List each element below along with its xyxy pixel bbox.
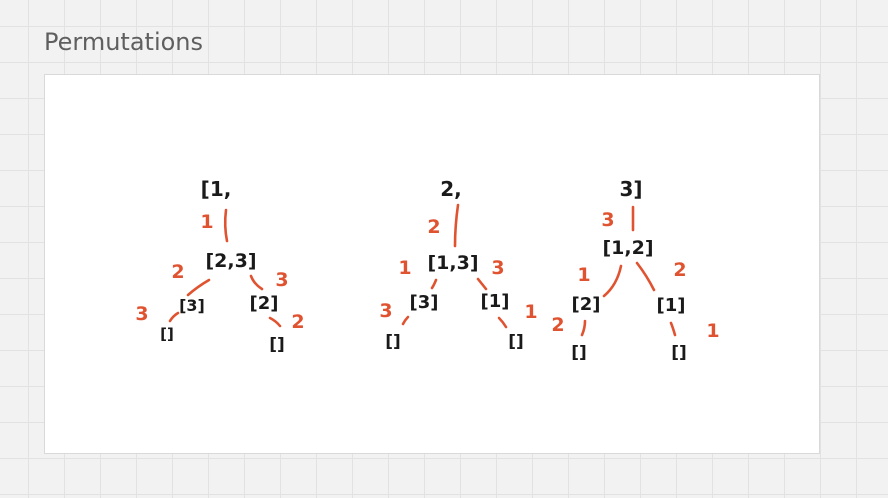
tree-1-header: [1, — [201, 177, 232, 201]
tree-2-right-leaf-edge — [497, 316, 508, 329]
tree-2-root-edge — [453, 203, 460, 248]
tree-2-right-node: [1] — [481, 291, 510, 312]
tree-1-left-leaf: [] — [160, 325, 174, 343]
tree-2-right-leaf-label: 1 — [524, 301, 537, 323]
tree-1-left-leaf-label: 3 — [135, 303, 148, 325]
tree-3-left-edge — [602, 264, 623, 298]
tree-2-right-edge-label: 3 — [491, 257, 504, 279]
tree-3-left-leaf-edge — [580, 319, 587, 337]
tree-3-level1-node: [1,2] — [602, 237, 653, 259]
tree-2-header: 2, — [440, 177, 462, 201]
tree-2-left-leaf: [] — [385, 332, 401, 352]
tree-2-right-leaf: [] — [508, 332, 524, 352]
tree-1-level1-node: [2,3] — [205, 250, 256, 272]
tree-1-right-leaf-label: 2 — [291, 311, 304, 333]
tree-1-right-edge — [249, 274, 264, 291]
tree-1-left-leaf-edge — [168, 311, 180, 323]
tree-2-left-node: [3] — [410, 292, 439, 313]
tree-2-left-leaf-label: 3 — [379, 300, 392, 322]
tree-1-right-leaf: [] — [269, 335, 285, 355]
tree-1-left-edge-label: 2 — [171, 261, 184, 283]
tree-2-level1-node: [1,3] — [427, 252, 478, 274]
tree-3-right-leaf-edge — [669, 321, 677, 337]
tree-1-right-leaf-edge — [268, 316, 282, 328]
tree-2-root-edge-label: 2 — [427, 216, 440, 238]
tree-3-left-node: [2] — [572, 294, 601, 315]
frame-title: Permutations — [44, 28, 204, 56]
tree-3-left-leaf-label: 2 — [551, 314, 564, 336]
tree-3-right-edge-label: 2 — [673, 259, 686, 281]
tree-3-left-leaf: [] — [571, 343, 587, 363]
tree-1-root-edge-label: 1 — [200, 211, 213, 233]
tree-1-left-node: [3] — [179, 296, 205, 315]
tree-1-left-edge — [186, 278, 211, 297]
tree-2-left-edge-label: 1 — [398, 257, 411, 279]
tree-1: [1, 1 [2,3] 2 [3] 3 [] 3 [2] 2 [] — [135, 177, 304, 355]
tree-2-left-edge — [430, 278, 438, 290]
tree-2-right-edge — [476, 277, 488, 291]
tree-3-header: 3] — [619, 177, 642, 201]
tree-3: 3] 3 [1,2] 1 [2] 2 [] 2 [1] 1 [] — [551, 177, 719, 363]
tree-2: 2, 2 [1,3] 1 [3] 3 [] 3 [1] 1 [] — [379, 177, 537, 352]
diagram-frame[interactable] — [44, 74, 820, 454]
tree-3-right-leaf-label: 1 — [706, 320, 719, 342]
tree-1-right-node: [2] — [250, 293, 279, 314]
tree-3-right-leaf: [] — [671, 343, 687, 363]
tree-3-right-node: [1] — [657, 295, 686, 316]
tree-3-left-edge-label: 1 — [577, 264, 590, 286]
tree-2-left-leaf-edge — [401, 315, 410, 326]
tree-3-right-edge — [635, 261, 656, 292]
tree-3-root-edge-label: 3 — [601, 209, 614, 231]
tree-1-right-edge-label: 3 — [275, 269, 288, 291]
tree-1-root-edge — [223, 208, 229, 243]
